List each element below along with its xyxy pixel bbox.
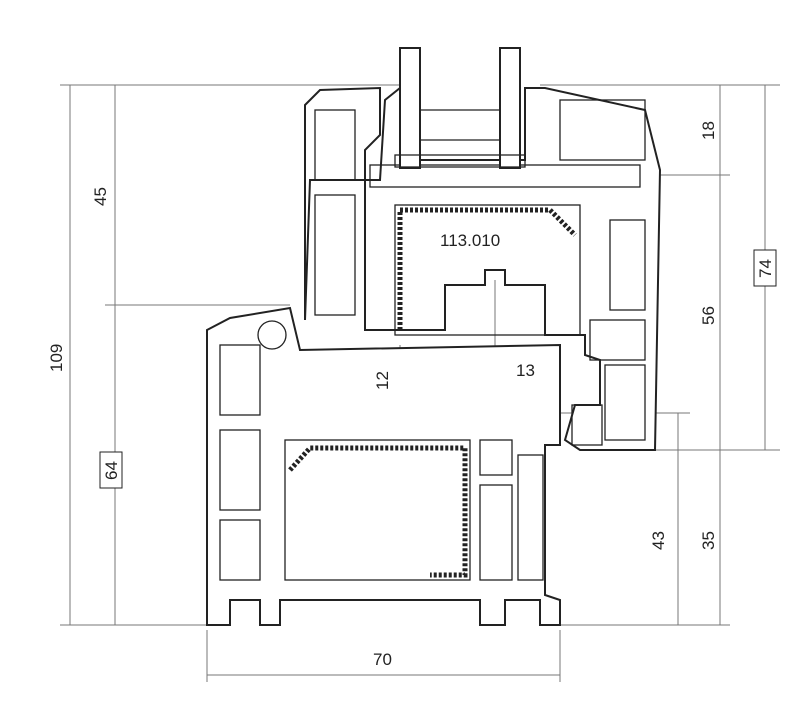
dim-109-label: 109	[47, 344, 66, 372]
dim-45-label: 45	[91, 187, 110, 206]
dimension-labels: 113.010 109 45 64 18 74 56 12 13 43 35 7…	[47, 121, 777, 669]
dim-18-label: 18	[699, 121, 718, 140]
dim-70-label: 70	[373, 650, 392, 669]
dim-13-label: 13	[516, 361, 535, 380]
dim-64-label: 64	[102, 461, 121, 480]
dim-56-label: 56	[699, 306, 718, 325]
dim-64-box	[99, 451, 123, 489]
profile-code-label: 113.010	[440, 231, 500, 250]
dim-74-label: 74	[756, 259, 775, 278]
dim-12-label: 12	[373, 371, 392, 390]
frame-profile	[206, 306, 561, 626]
dim-74-box	[753, 249, 777, 287]
glazing-unit	[394, 47, 526, 169]
dim-43-label: 43	[649, 531, 668, 550]
dim-35-label: 35	[699, 531, 718, 550]
